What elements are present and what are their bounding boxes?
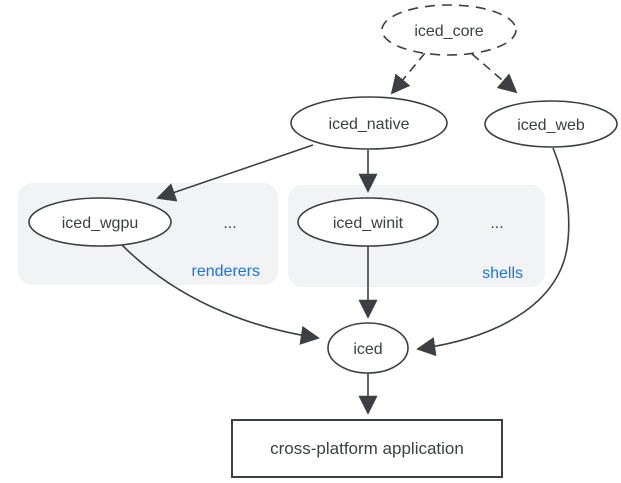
edge-iced-core-to-iced-web: [471, 53, 518, 94]
edges: [121, 52, 570, 415]
node-iced-native: iced_native: [290, 96, 448, 150]
edge-iced-native-to-iced-wgpu: [156, 144, 314, 202]
edge-iced-core-to-iced-native: [390, 52, 426, 95]
node-iced-web: iced_web: [484, 100, 618, 148]
iced-native-ellipse: [290, 96, 448, 150]
renderers-ellipsis: ...: [223, 215, 236, 232]
node-cross-platform-application: cross-platform application: [231, 419, 503, 478]
iced-ellipse: [327, 322, 409, 374]
iced-web-label: iced_web: [517, 117, 585, 134]
application-label: cross-platform application: [270, 439, 464, 458]
edge-iced-wgpu-to-iced: [121, 244, 320, 345]
iced-winit-ellipse: [297, 197, 439, 247]
iced-native-label: iced_native: [329, 116, 410, 133]
iced-wgpu-label: iced_wgpu: [62, 215, 139, 232]
iced-core-label: iced_core: [414, 23, 483, 40]
iced-core-ellipse: [381, 4, 517, 56]
iced-wgpu-ellipse: [28, 197, 172, 247]
iced-label: iced: [353, 341, 382, 358]
application-rect: [231, 419, 503, 478]
shells-ellipsis: ...: [490, 215, 503, 232]
node-iced-wgpu: iced_wgpu: [28, 197, 172, 247]
node-iced: iced: [327, 322, 409, 374]
node-iced-winit: iced_winit: [297, 197, 439, 247]
renderers-group-label: renderers: [192, 263, 260, 280]
edge-iced-web-to-iced: [416, 147, 570, 357]
node-iced-core: iced_core: [381, 4, 517, 56]
iced-web-ellipse: [484, 100, 618, 148]
iced-winit-label: iced_winit: [333, 215, 404, 232]
shells-group-label: shells: [482, 265, 523, 282]
